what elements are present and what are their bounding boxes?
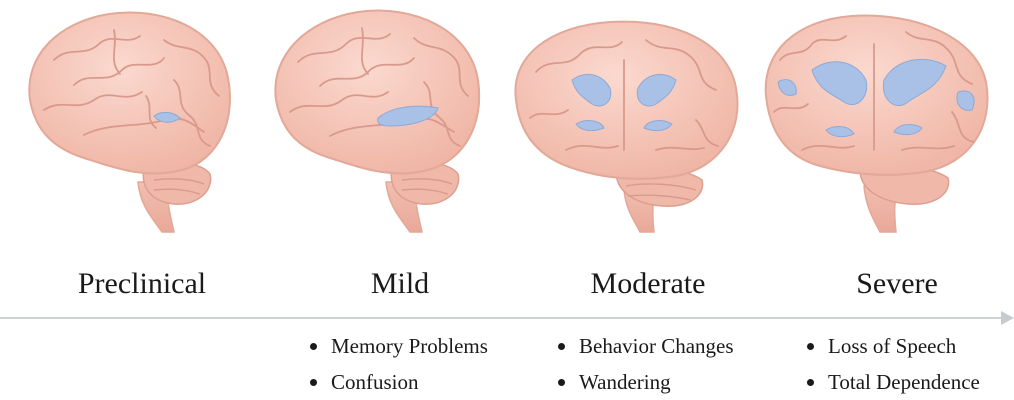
brain-moderate-illustration — [506, 0, 746, 240]
stage-label-preclinical: Preclinical — [42, 266, 242, 302]
brain-preclinical-illustration — [14, 0, 244, 240]
progression-timeline-arrow — [0, 311, 1014, 325]
symptom-item: Memory Problems — [305, 328, 488, 364]
symptoms-list-mild: Memory Problems Confusion — [305, 328, 488, 400]
stage-label-moderate: Moderate — [548, 266, 748, 302]
symptom-item: Total Dependence — [802, 364, 980, 400]
brain-mild-illustration — [262, 0, 492, 240]
symptom-item: Loss of Speech — [802, 328, 980, 364]
symptoms-list-moderate: Behavior Changes Wandering — [553, 328, 734, 400]
symptoms-list-severe: Loss of Speech Total Dependence — [802, 328, 980, 400]
symptom-item: Wandering — [553, 364, 734, 400]
stage-label-mild: Mild — [300, 266, 500, 302]
symptom-item: Confusion — [305, 364, 488, 400]
brain-severe-illustration — [756, 0, 996, 240]
stage-label-severe: Severe — [797, 266, 997, 302]
symptom-item: Behavior Changes — [553, 328, 734, 364]
